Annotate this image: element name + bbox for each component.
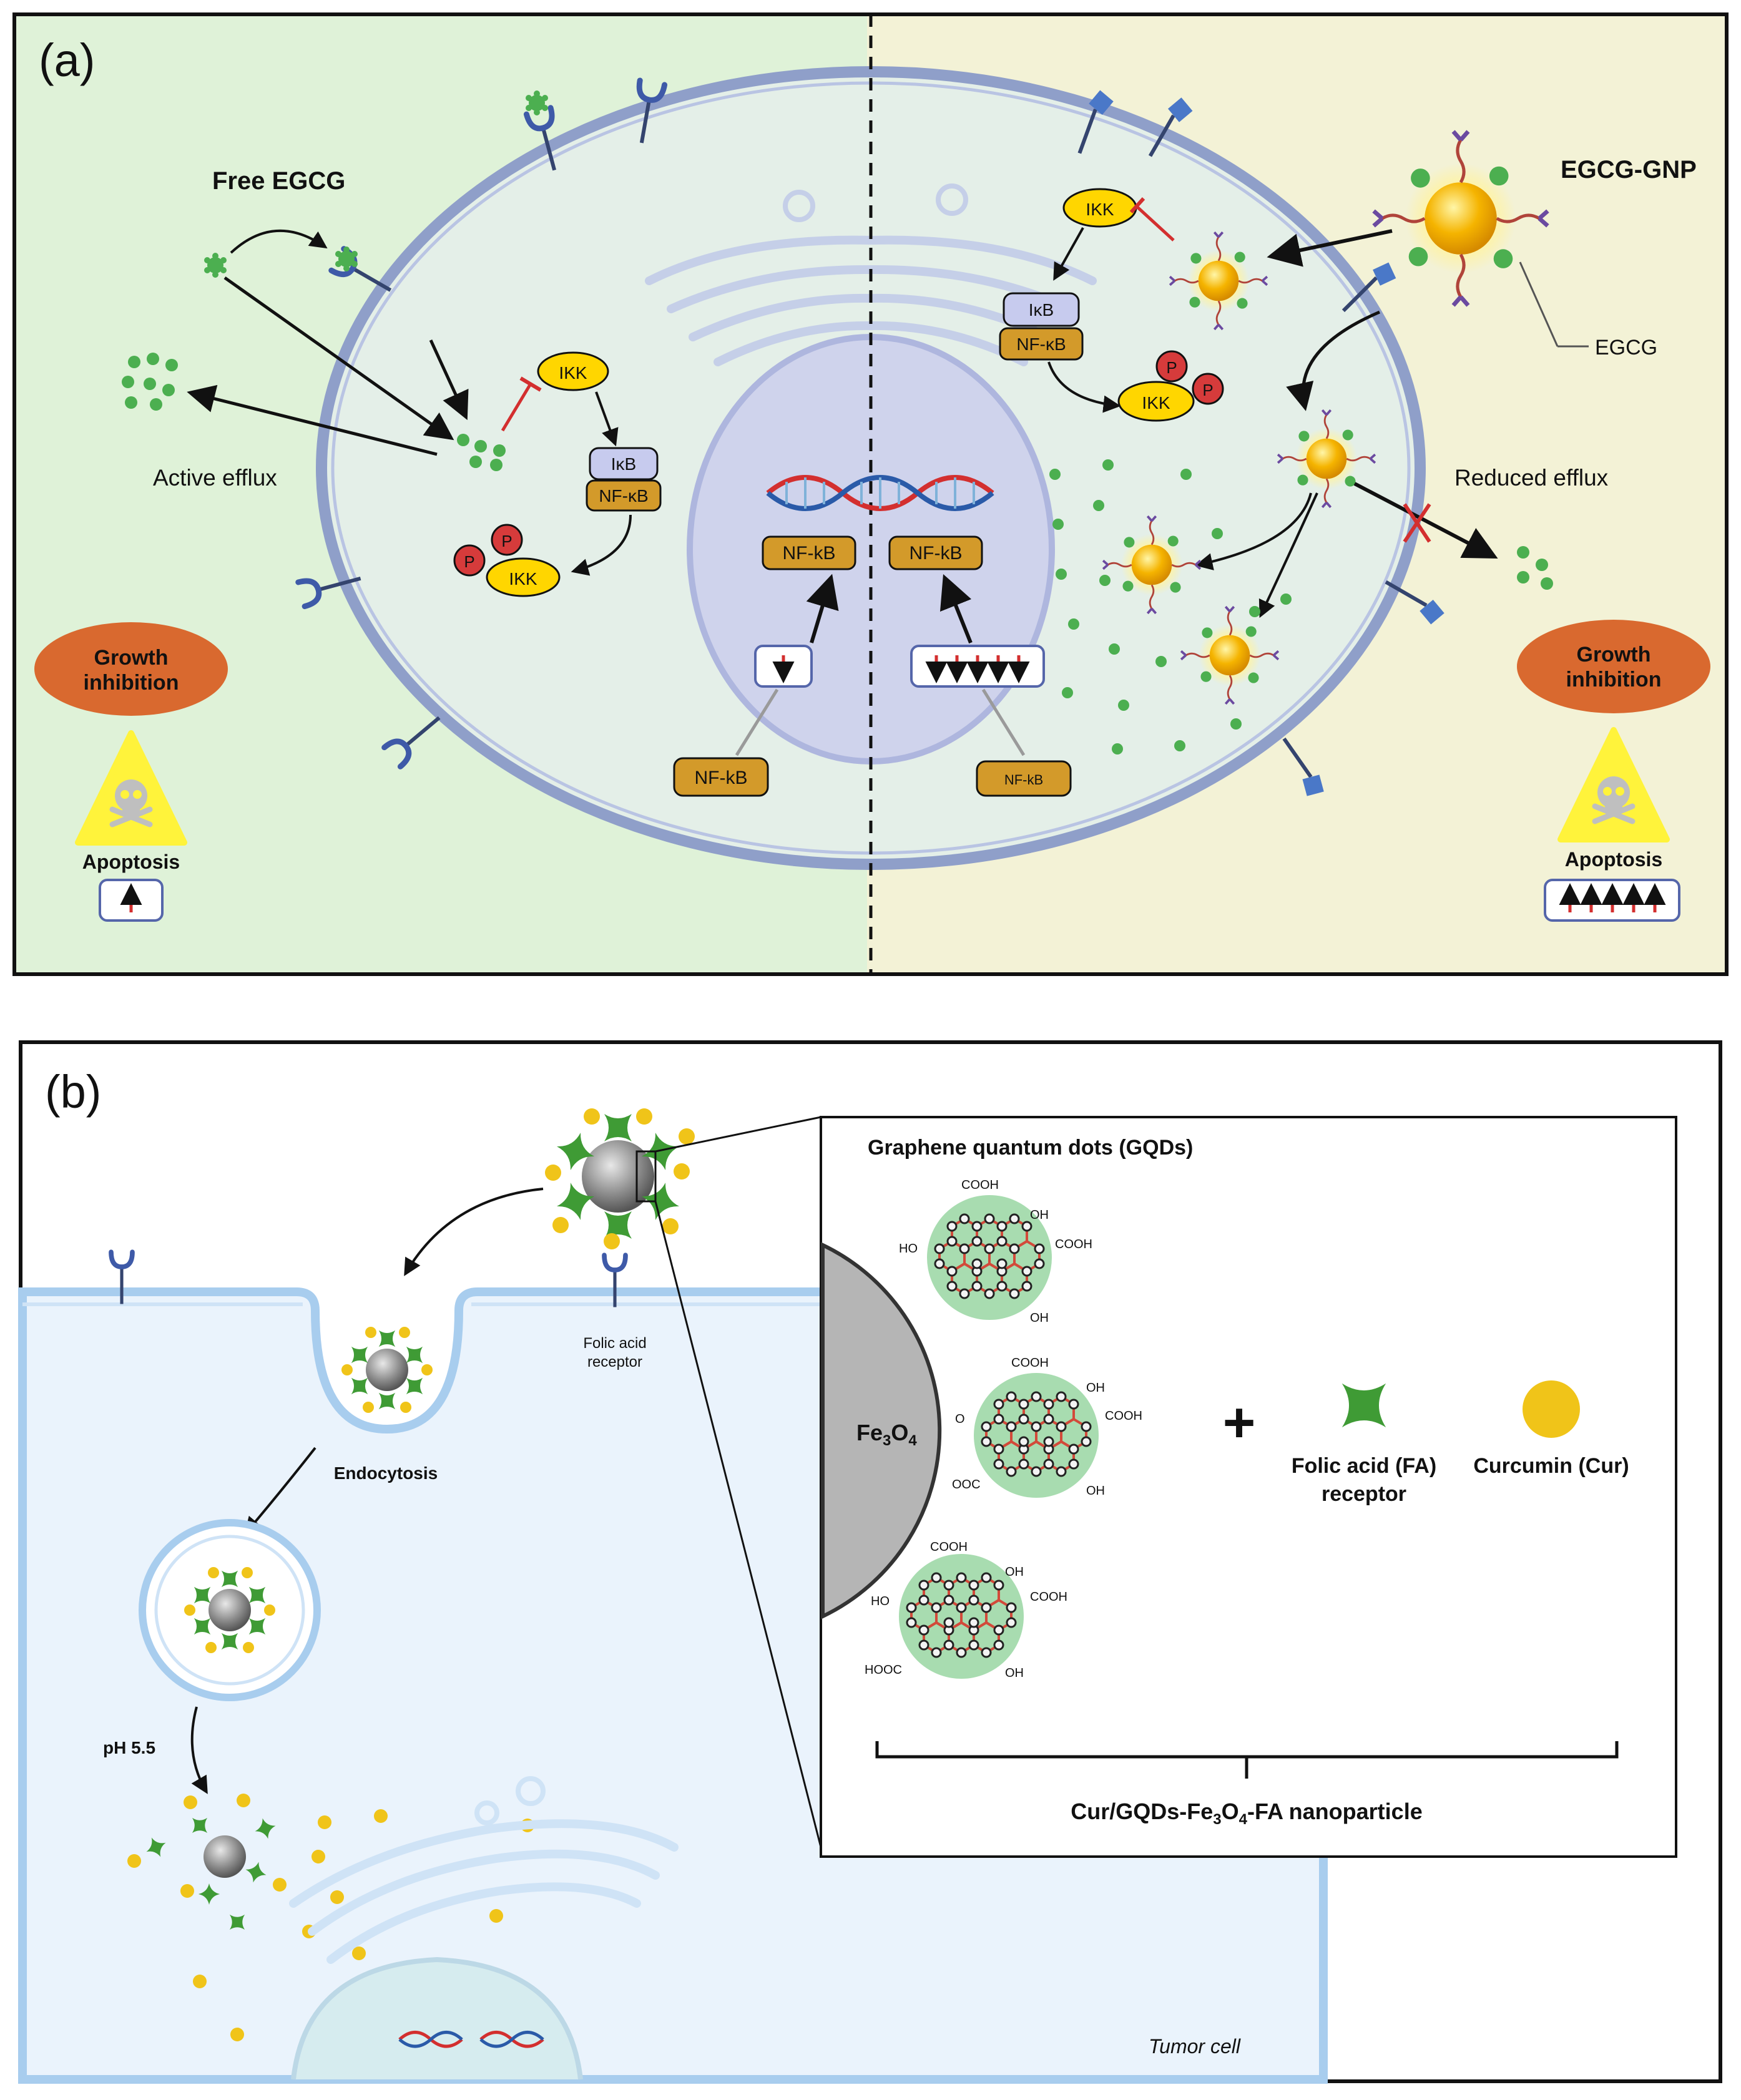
egcg-pointer-label: EGCG [1595,336,1657,359]
svg-text:COOH: COOH [1011,1356,1049,1370]
svg-text:inhibition: inhibition [84,671,179,695]
zoom-box [635,1150,657,1203]
nucleus-b [291,1956,583,2080]
svg-text:COOH: COOH [1030,1590,1067,1604]
svg-text:IκB: IκB [1029,300,1054,320]
svg-text:HO: HO [899,1242,918,1256]
panel-b: (b) Tumor cell Folic acid receptor Endoc… [18,1040,1722,2084]
curcumin-label: Curcumin (Cur) [1473,1454,1629,1478]
svg-text:HO: HO [871,1595,890,1608]
free-egcg-label: Free EGCG [212,167,345,195]
apoptosis-label-left: Apoptosis [82,851,180,873]
svg-text:P: P [464,552,474,571]
svg-text:COOH: COOH [1105,1409,1142,1423]
folic-receptor-label-1: Folic acid [583,1335,646,1352]
nfkb-complex-right [999,327,1084,361]
svg-text:NF-kB: NF-kB [910,543,963,564]
nfkb-cytoplasm-left [673,757,769,797]
fe3o4-core [821,1242,942,1619]
tumor-cell-label: Tumor cell [1149,2035,1241,2058]
ikk-left [537,351,609,391]
svg-text:IKK: IKK [509,569,537,588]
svg-text:inhibition: inhibition [1566,668,1662,691]
egcg-gnp-label: EGCG-GNP [1561,156,1697,183]
fa-label-1: Folic acid (FA) [1292,1454,1436,1478]
fa-label-2: receptor [1322,1482,1406,1506]
nanoparticle-caption: Cur/GQDs-Fe3O4-FA nanoparticle [1071,1799,1422,1828]
svg-text:O: O [955,1412,965,1426]
apoptosis-label-right: Apoptosis [1565,848,1662,871]
dna-fragment [398,2031,544,2048]
functional-groups: COOH OH COOH HO OH COOH OH COOH O OOC OH… [865,1178,1142,1680]
svg-text:IκB: IκB [611,454,636,474]
svg-text:OH: OH [1030,1208,1049,1222]
nfkb-cytoplasm-right [976,760,1072,797]
folic-receptor-label-2: receptor [587,1354,642,1370]
svg-text:OH: OH [1005,1565,1024,1579]
ikk-phospho-left [486,557,561,597]
curcumin-icon [1523,1380,1580,1438]
svg-text:P: P [501,532,512,550]
ph-label: pH 5.5 [103,1738,155,1757]
active-efflux-label: Active efflux [153,465,277,491]
svg-text:NF-kB: NF-kB [1004,772,1043,788]
plus-sign: + [1223,1392,1256,1454]
svg-text:NF-kB: NF-kB [695,768,748,788]
svg-text:COOH: COOH [1055,1238,1092,1251]
panel-a-label: (a) [39,34,95,86]
svg-text:NF-κB: NF-κB [1016,335,1066,354]
panel-a-border [12,12,1729,976]
released-core [204,1835,246,1878]
panel-a: (a) Free EGCG Active efflux [12,12,1729,976]
nfkb-nuclear-right [888,535,983,570]
egcg-cluster-left-inside [457,434,506,471]
fe3o4-label: Fe3O4 [856,1420,917,1449]
egcg-cluster-right-outside [1517,546,1553,590]
nfkb-nuclear-left [762,535,856,570]
growth-inhibition-left [34,622,228,716]
egcg-cluster-effluxed [122,353,178,411]
reduced-efflux-label: Reduced efflux [1454,465,1609,491]
svg-text:OOC: OOC [952,1478,981,1492]
svg-text:OH: OH [1030,1311,1049,1325]
svg-text:IKK: IKK [1142,393,1170,413]
panel-b-label: (b) [45,1066,101,1118]
svg-text:Growth: Growth [94,646,169,670]
nfkb-complex-left [586,479,662,512]
golgi-apparatus-b [289,1776,679,1964]
dna-helix [766,475,994,511]
svg-text:IKK: IKK [1086,200,1114,219]
svg-text:IKK: IKK [559,363,587,383]
endocytosis-label: Endocytosis [334,1463,438,1483]
growth-inhibition-right [1517,620,1710,713]
svg-text:OH: OH [1005,1666,1024,1680]
svg-text:OH: OH [1086,1484,1105,1498]
ikk-phospho-right [1117,381,1195,422]
svg-text:P: P [1202,381,1213,399]
released-egcg-dots [1049,459,1292,755]
ikb-left [589,447,659,481]
svg-text:NF-κB: NF-κB [599,486,648,505]
svg-text:OH: OH [1086,1381,1105,1395]
svg-text:COOH: COOH [961,1178,999,1192]
gqd-title: Graphene quantum dots (GQDs) [868,1136,1193,1160]
svg-text:NF-kB: NF-kB [783,543,836,564]
svg-text:COOH: COOH [930,1540,968,1554]
svg-text:HOOC: HOOC [865,1663,902,1677]
ikb-right [1003,292,1080,327]
svg-text:P: P [1166,358,1177,377]
svg-text:Growth: Growth [1577,643,1651,667]
